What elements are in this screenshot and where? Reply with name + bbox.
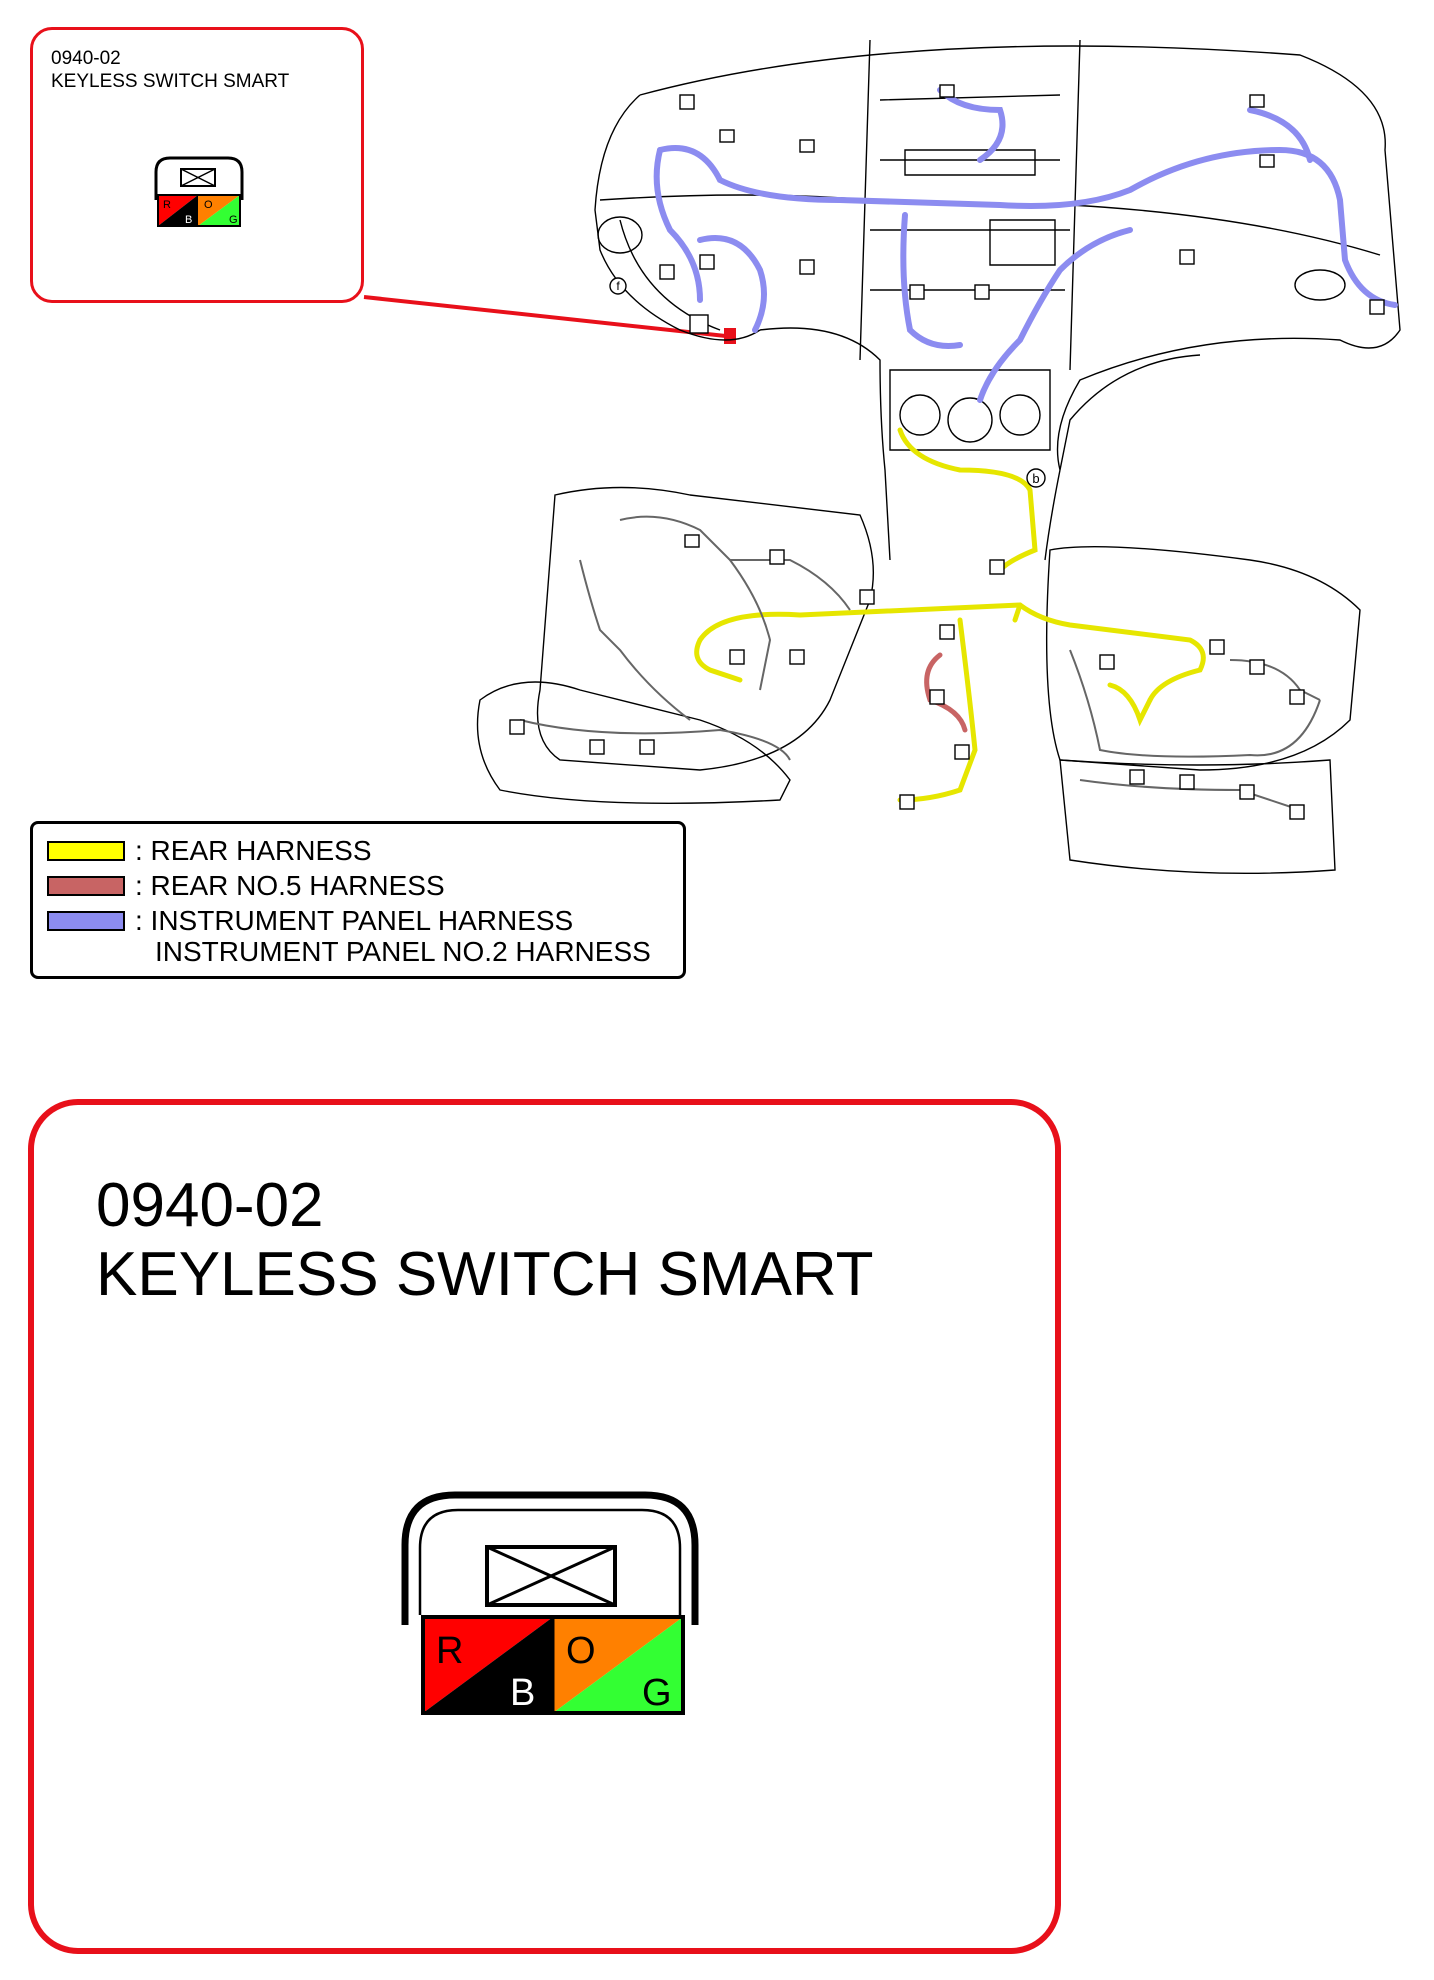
connector-callout-large: 0940-02 KEYLESS SWITCH SMART bbox=[28, 1099, 1061, 1954]
component-name-large: KEYLESS SWITCH SMART bbox=[96, 1240, 874, 1309]
instrument-panel-harness bbox=[653, 87, 1398, 403]
legend-label: : INSTRUMENT PANEL HARNESS bbox=[135, 905, 574, 936]
marker-b: b bbox=[1026, 468, 1046, 488]
connector-callout-small: 0940-02 KEYLESS SWITCH SMART bbox=[30, 27, 364, 303]
legend-label: : REAR HARNESS bbox=[135, 835, 372, 866]
legend-label-instrument-panel-no2: INSTRUMENT PANEL NO.2 HARNESS bbox=[155, 936, 651, 967]
legend-label: : REAR NO.5 HARNESS bbox=[135, 870, 445, 901]
rear-harness bbox=[694, 427, 1206, 803]
svg-text:B: B bbox=[185, 214, 192, 226]
terminal-o-label: O bbox=[566, 1630, 596, 1672]
legend-item-instrument-panel-harness: : INSTRUMENT PANEL HARNESS bbox=[47, 905, 574, 936]
other-wiring bbox=[519, 515, 1321, 811]
svg-text:G: G bbox=[229, 214, 238, 226]
legend-swatch bbox=[47, 911, 125, 931]
connector-pictogram-large: R B O G bbox=[401, 1491, 699, 1715]
svg-text:b: b bbox=[1032, 471, 1039, 486]
seats-outline bbox=[476, 486, 1361, 875]
marker-f: f bbox=[609, 277, 627, 295]
connector-pictogram-small: R B O G bbox=[154, 156, 244, 227]
legend-item-rear-no5-harness: : REAR NO.5 HARNESS bbox=[47, 870, 445, 901]
svg-text:R: R bbox=[163, 199, 171, 211]
terminal-g-label: G bbox=[642, 1672, 672, 1714]
connector-location-marker bbox=[724, 328, 736, 344]
legend-swatch bbox=[47, 841, 125, 861]
legend-item-rear-harness: : REAR HARNESS bbox=[47, 835, 372, 866]
legend-swatch bbox=[47, 876, 125, 896]
component-name-small: KEYLESS SWITCH SMART bbox=[51, 71, 290, 92]
leader-line bbox=[363, 295, 736, 339]
harness-legend: : REAR HARNESS : REAR NO.5 HARNESS : INS… bbox=[30, 821, 686, 979]
component-code-small: 0940-02 bbox=[51, 48, 121, 69]
svg-text:O: O bbox=[204, 199, 213, 211]
component-code-large: 0940-02 bbox=[96, 1171, 324, 1240]
connector-boxes bbox=[509, 84, 1385, 820]
terminal-r-label: R bbox=[436, 1630, 463, 1672]
svg-text:f: f bbox=[616, 279, 620, 293]
terminal-b-label: B bbox=[510, 1672, 535, 1714]
